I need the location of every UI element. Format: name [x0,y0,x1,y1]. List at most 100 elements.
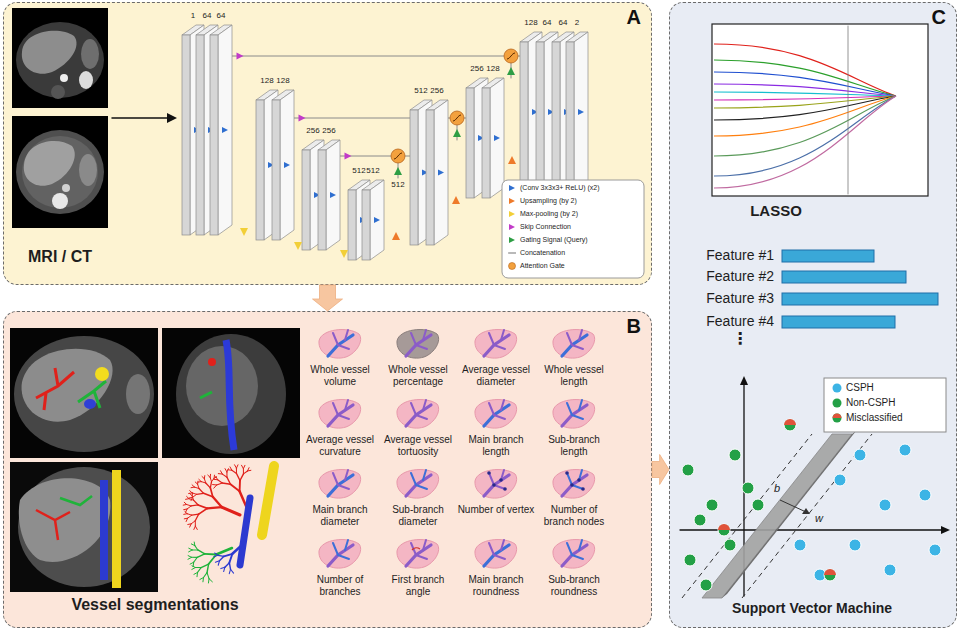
feature-name: First branch angle [379,574,457,597]
attention-gates-part [450,111,464,125]
feature-map-plates-part [218,25,232,235]
vessel-tree-render-part [187,504,192,505]
vessel-tree-render-part [235,465,237,468]
vessel-tree-render-part [195,482,197,484]
vessel-tree-render-part [188,523,191,525]
feature-map-plates-part [314,192,320,198]
ct-image-part [16,130,104,214]
ellipsis-mark: ⋮ [730,330,750,348]
vessel-feature-icon-part [484,335,509,356]
vessel-tree-render-part [213,484,217,485]
legend-text: Skip Connection [520,223,571,231]
vessel-tree-render-part [191,487,194,489]
vessel-tree-render-part [188,557,192,559]
label-slot: Number of branches [301,574,379,597]
vessel-tree-render-part [184,502,186,504]
channel-count: 2 [565,18,589,27]
feature-rank-label: Feature #3 [672,290,774,306]
legend-swatch [508,210,516,218]
panel-caption: Support Vector Machine [712,600,912,616]
panel-flow-arrow [652,455,669,485]
feature-name: Sub-branch roundness [535,574,613,597]
vessel-feature-icon-part [484,405,509,426]
legend-text: Non-CSPH [846,397,895,408]
ct-image-part [52,193,68,209]
vessel-tree-render-part [215,561,219,562]
feature-map-plates-part [422,170,428,176]
legend-text: Concatenation [520,249,565,257]
label-slot: ⋮ [730,330,750,348]
vessel-tree-render-part [243,469,244,474]
vessel-tree-render-part [214,475,215,478]
skip-connection-lines-part [345,153,352,160]
vessel-tree-render-part [240,498,250,565]
vessel-tree-render-part [192,496,193,500]
vessel-feature-icon-part [492,483,496,487]
ct-image-part [24,141,75,186]
label-slot: MRI / CT [10,248,110,266]
feature-map-plates-part [356,180,370,260]
channel-count: 128 [271,76,295,85]
vessel-tree-render-part [229,569,230,573]
vessel-tree-render-part [204,573,208,578]
mri-image-part [16,22,104,98]
legend-swatch [508,184,516,192]
vessel-feature-icon-part [562,335,587,356]
vessel-feature-icon [319,540,361,569]
label-slot: 256 [317,126,341,135]
vessel-tree-render-part [230,467,232,470]
vessel-tree-render-part [214,479,218,480]
vessel-tree-render-part [228,469,232,470]
label-slot: 128 [271,76,295,85]
feature-map-plates-part [520,32,542,42]
feature-map-plates-part [466,88,474,198]
svm-plot-part [884,564,896,576]
feature-map-plates [182,25,588,260]
axial-segmentation-image-part [78,381,106,408]
vessel-tree-render-part [209,579,212,582]
vessel-tree-render-part [195,567,201,568]
lasso-path-plot-part [714,96,896,156]
coronal-segmentation-image-part [18,467,150,587]
svm-plot-part [899,444,911,456]
vessel-tree-render-part [227,477,230,484]
label-slot: 64 [195,11,219,20]
feature-map-plates-part [264,90,278,240]
legend-text: Max-pooling (by 2) [520,210,578,218]
label-slot: Whole vessel length [535,364,613,387]
vessel-feature-icon-part [503,487,507,491]
vessel-tree-render-part [226,472,227,477]
vessel-tree-render-part [231,569,234,573]
skip-connection-lines-part [398,163,399,178]
mri-image-part [79,71,93,89]
svm-plot-part [702,434,852,598]
vessel-tree-render-part [199,489,204,494]
vessel-tree-render-part [225,469,227,472]
vessel-tree-render-part [204,476,205,479]
feature-map-plates-part [302,150,310,250]
attention-gates-part [391,149,405,163]
feature-map-plates-part [362,180,384,190]
vessel-tree-render-part [194,542,196,546]
vessel-tree-render-part [192,557,198,558]
channel-count: 64 [209,11,233,20]
legend-swatch-part [833,398,842,407]
vessel-tree-render-part [243,465,245,468]
legend-text: CSPH [846,382,874,393]
vessel-tree-render-part [195,514,198,521]
vessel-feature-icon-part [406,405,431,426]
vessel-feature-icon-part [406,335,431,356]
svm-plot-part [740,376,748,385]
vessel-tree-render-part [215,553,218,555]
axial-segmentation-image-part [36,368,74,410]
vessel-feature-icon-part [489,540,505,559]
axial-segmentation-image-part [95,367,109,381]
vessel-feature-icon-part [484,545,509,566]
vessel-tree-render-part [236,465,238,468]
skip-connection-lines-part [511,63,512,78]
feature-map-plates-part [190,25,204,235]
sagittal-segmentation-image-part [208,358,216,366]
svm-plot-part [879,499,891,511]
feature-map-plates-part [410,100,432,110]
lasso-path-plot-part [848,26,849,194]
